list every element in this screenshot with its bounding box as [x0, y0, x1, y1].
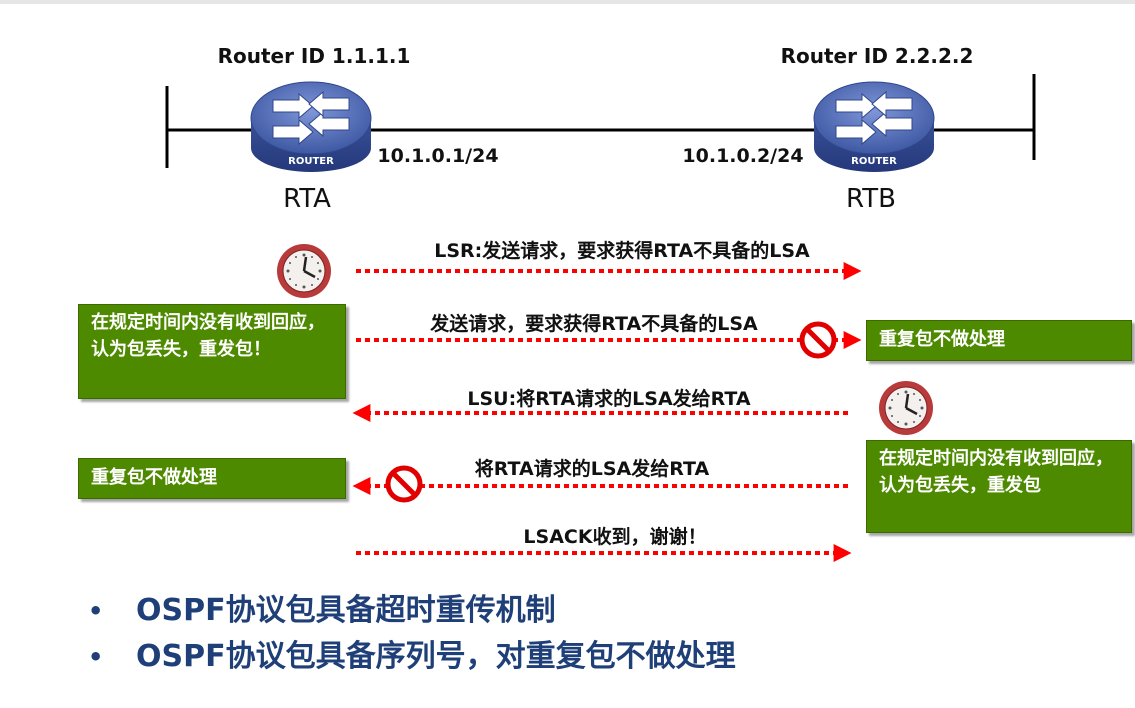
router-rtb-icon: ROUTER: [813, 81, 935, 172]
bullet-dot: •: [88, 597, 104, 625]
msg-lsack: LSACK收到，谢谢！: [523, 525, 706, 548]
clock-icon: [277, 244, 331, 298]
bullet-dot: •: [88, 643, 104, 671]
ip-rta: 10.1.0.1/24: [377, 145, 498, 167]
router-id-rtb: Router ID 2.2.2.2: [781, 44, 974, 68]
bullet-item: • OSPF协议包具备超时重传机制: [80, 588, 736, 634]
ip-rtb: 10.1.0.2/24: [682, 145, 803, 167]
note-left-timeout: 在规定时间内没有收到回应，认为包丢失，重发包！: [78, 304, 346, 399]
top-rule: [0, 0, 1135, 4]
msg-lsu: LSU:将RTA请求的LSA发给RTA: [467, 387, 751, 410]
router-rta-icon: ROUTER: [250, 81, 372, 172]
msg-lsr-resend: 发送请求，要求获得RTA不具备的LSA: [429, 312, 758, 335]
router-badge: ROUTER: [288, 156, 334, 167]
no-entry-icon: [799, 321, 837, 359]
router-badge: ROUTER: [851, 156, 897, 167]
msg-lsr: LSR:发送请求，要求获得RTA不具备的LSA: [434, 239, 810, 262]
clock-icon: [879, 381, 933, 435]
note-right-duplicate: 重复包不做处理: [866, 320, 1132, 361]
router-name-rtb: RTB: [846, 184, 896, 214]
msg-lsu-resend: 将RTA请求的LSA发给RTA: [475, 457, 710, 480]
router-id-rta: Router ID 1.1.1.1: [218, 44, 411, 68]
bullet-text: OSPF协议包具备超时重传机制: [136, 593, 556, 628]
bullet-item: • OSPF协议包具备序列号，对重复包不做处理: [80, 634, 736, 680]
bullet-text: OSPF协议包具备序列号，对重复包不做处理: [136, 639, 736, 674]
note-left-duplicate: 重复包不做处理: [78, 458, 346, 499]
note-right-timeout: 在规定时间内没有收到回应，认为包丢失，重发包: [866, 440, 1132, 533]
no-entry-icon: [385, 465, 423, 503]
router-name-rta: RTA: [283, 184, 331, 214]
summary-bullets: • OSPF协议包具备超时重传机制 • OSPF协议包具备序列号，对重复包不做处理: [80, 588, 736, 680]
